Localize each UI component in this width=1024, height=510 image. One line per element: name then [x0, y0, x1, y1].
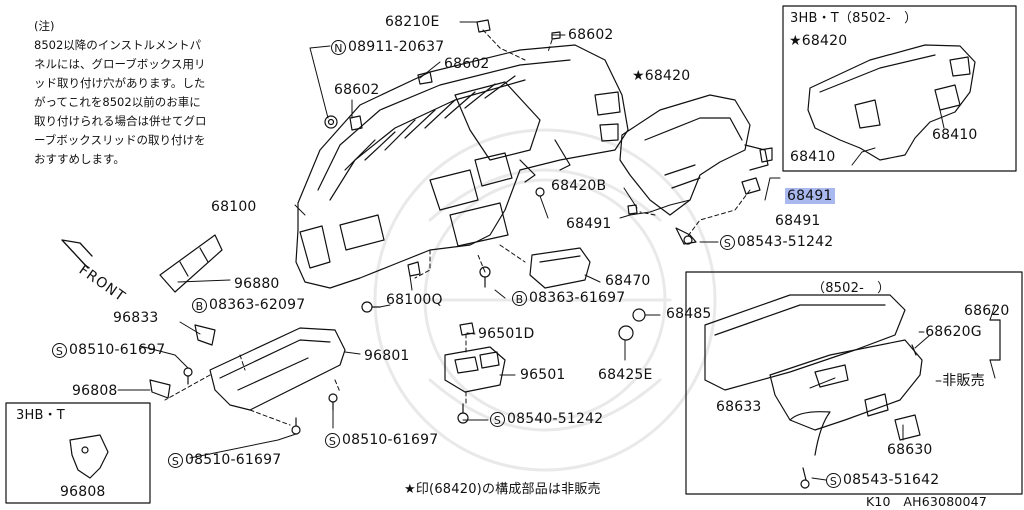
part-label-68470: 68470 [605, 273, 651, 289]
lower-parts-shapes [149, 234, 591, 411]
instrument-panel-shape [295, 44, 629, 289]
part-label-96501d: 96501D [478, 326, 535, 342]
part-label-96833: 96833 [113, 310, 159, 326]
note-line-5: 取り付けられる場合は併せてグロ [34, 114, 207, 128]
note-line-4: がってこれを8502以前のお車に [34, 95, 201, 109]
part-label-68491-a: 68491 [566, 216, 612, 232]
dashed-assembly-lines [164, 29, 751, 426]
note-line-1: 8502以降のインストルメントパ [34, 38, 202, 52]
part-label-68602-top: 68602 [568, 27, 614, 43]
inset-hood-shape [807, 44, 976, 161]
not-sold-label: –非販売 [935, 373, 985, 389]
leader-lines [117, 21, 996, 481]
part-label-68420b: 68420B [551, 178, 607, 194]
inset-box-3hbt [782, 5, 1017, 172]
part-label-68491-highlighted: 68491 [785, 188, 835, 204]
diagram-code: K10 AH63080047 [866, 494, 987, 509]
note-line-3: ッド取り付け穴があります。した [34, 76, 206, 90]
part-label-68210e: 68210E [385, 14, 440, 30]
note-line-6: ーブボックスリッドの取り付けを [34, 133, 206, 147]
part-label-68485: 68485 [666, 306, 712, 322]
note-heading: (注) [34, 19, 55, 33]
part-label-68491-c: 68491 [775, 213, 821, 229]
part-label-96801: 96801 [364, 348, 410, 364]
part-label-68100q: 68100Q [386, 292, 443, 308]
symbol-n-circle: N [331, 40, 346, 55]
inset-label-68420: ★68420 [789, 33, 848, 49]
inset-title-3hbt-bracket: 3HB・T [16, 408, 65, 423]
note-line-7: おすすめします。 [34, 152, 125, 166]
part-label-96880: 96880 [234, 276, 280, 292]
inset-title-glovebox: （8502- ） [812, 281, 891, 296]
part-label-68602-left: 68602 [334, 82, 380, 98]
fastener-shapes [183, 19, 810, 489]
part-label-68100: 68100 [211, 199, 257, 215]
cluster-hood-shape [619, 94, 773, 245]
part-label-68630: 68630 [887, 442, 933, 458]
front-arrow-icon [61, 239, 93, 269]
inset-label-68410-left: 68410 [790, 149, 836, 165]
part-label-96808-main: 96808 [72, 383, 118, 399]
inset-box-3hbt-bracket [5, 402, 151, 504]
part-label-96501: 96501 [520, 367, 566, 383]
inset-title-3hbt: 3HB・T（8502- ） [790, 11, 918, 26]
part-label-68425e: 68425E [598, 367, 653, 383]
inset-label-68410-right: 68410 [932, 127, 978, 143]
part-label-68602-mid: 68602 [444, 56, 490, 72]
watermark-emblem [373, 128, 717, 472]
part-label-68620g: –68620G [918, 324, 982, 340]
part-label-96808-inset: 96808 [60, 484, 106, 500]
glovebox-shape [704, 294, 1001, 481]
footer-note: ★印(68420)の構成部品は非販売 [404, 482, 601, 497]
part-label-68633: 68633 [716, 399, 762, 415]
bracket-shape [69, 434, 109, 479]
inset-box-glovebox [685, 271, 1023, 495]
part-label-68620: 68620 [964, 303, 1010, 319]
part-label-68420: ★68420 [632, 68, 691, 84]
note-line-2: ネルには、グローブボックス用リ [34, 57, 206, 71]
